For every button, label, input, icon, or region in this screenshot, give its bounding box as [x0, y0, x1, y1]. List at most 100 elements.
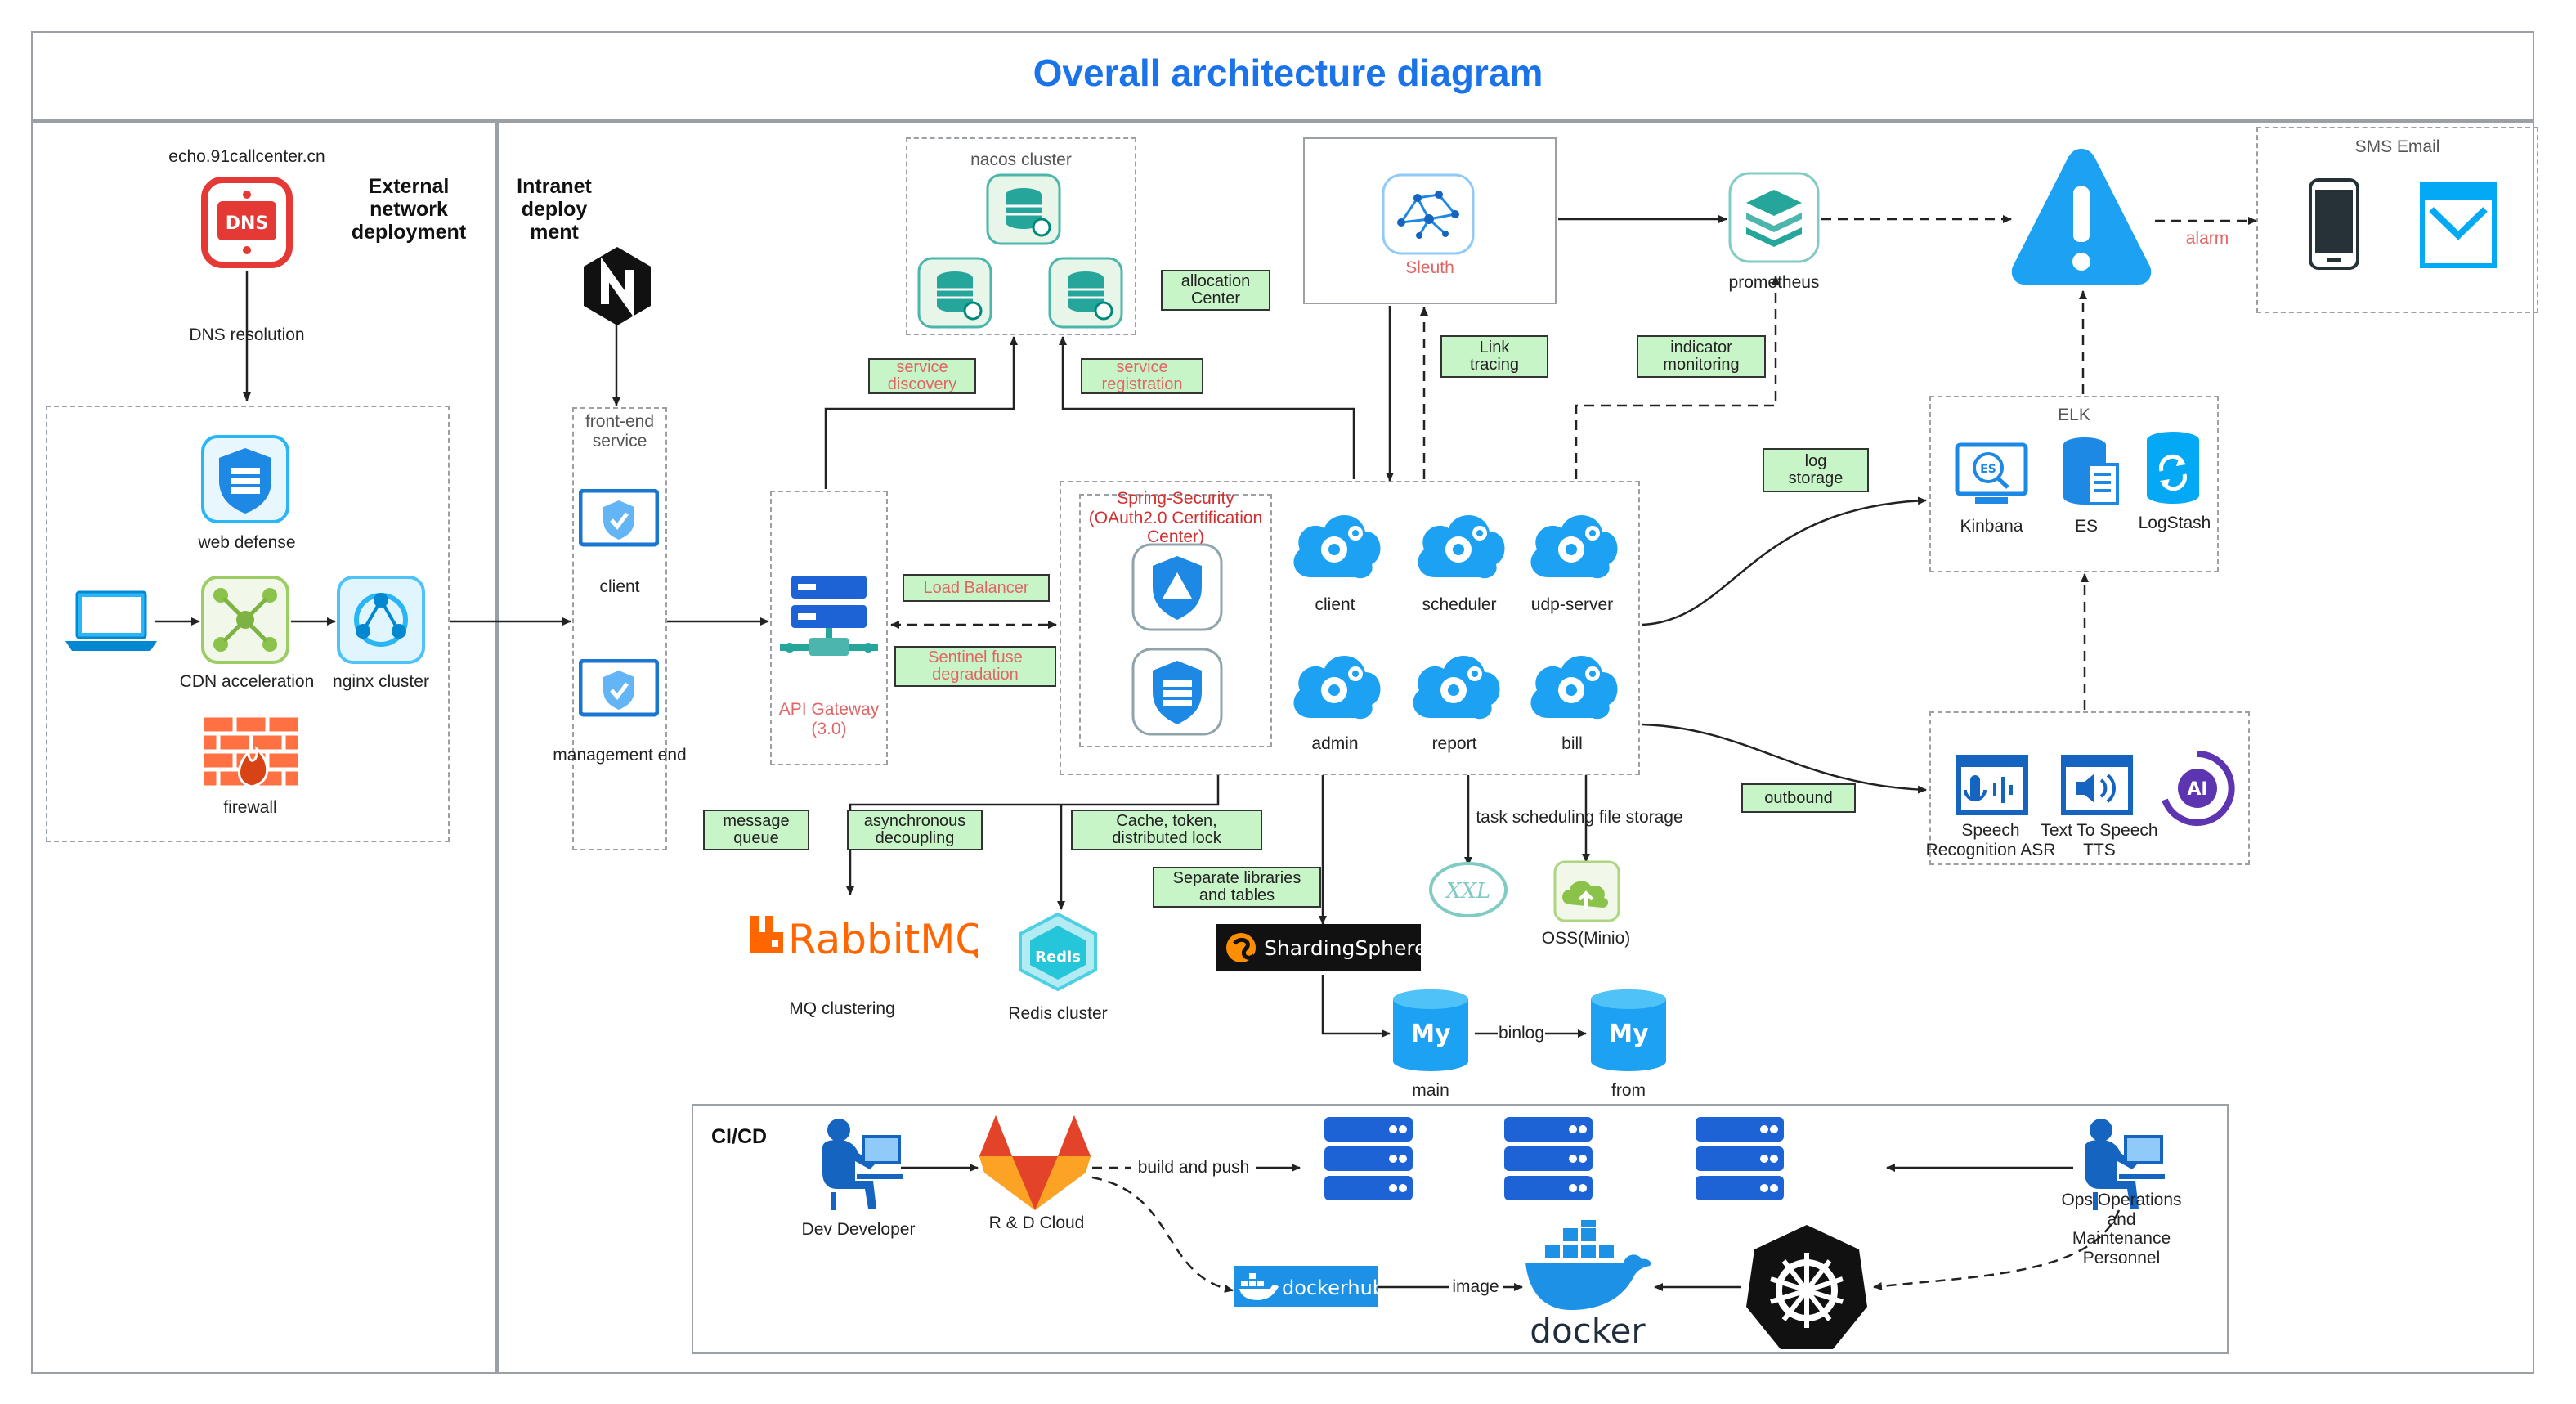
server-stack-icon-2 — [1503, 1115, 1594, 1208]
nginx-cluster-label: nginx cluster — [333, 672, 429, 691]
nacos-db-icon-top — [986, 173, 1061, 249]
service-cloud-icon-scheduler — [1411, 505, 1508, 588]
binlog-label: binlog — [1498, 1024, 1545, 1043]
logstash-icon — [2144, 430, 2202, 511]
ai-badge-text: AI — [2187, 779, 2207, 800]
mq-cluster-label: MQ clustering — [789, 999, 895, 1018]
ops-personnel-label: Ops Operations and Maintenance Personnel — [2061, 1191, 2182, 1267]
nacos-title: nacos cluster — [970, 150, 1072, 169]
service-cloud-icon-client — [1287, 505, 1383, 588]
mysql-main-text: My — [1410, 1020, 1451, 1048]
frontend-client-label: client — [599, 577, 640, 596]
redis-icon: Redis — [1014, 911, 1102, 997]
cicd-section-label: CI/CD — [711, 1125, 768, 1148]
external-section-label: External network deployment — [351, 175, 467, 244]
management-end-label: management end — [553, 746, 687, 765]
oss-minio-label: OSS(Minio) — [1541, 929, 1631, 948]
phone-icon — [2309, 178, 2359, 274]
indicator-monitoring-tag: indicator monitoring — [1637, 335, 1766, 378]
service-label-client: client — [1315, 595, 1355, 614]
tts-icon — [2060, 754, 2134, 820]
asr-icon — [1956, 754, 2029, 820]
ai-icon: AI — [2158, 749, 2237, 832]
speech-frame — [1929, 711, 2250, 865]
mysql-from-icon: My — [1586, 988, 1671, 1079]
sentinel-tag: Sentinel fuse degradation — [894, 646, 1056, 687]
developer-label: Dev Developer — [801, 1220, 916, 1239]
sms-frame — [2256, 127, 2538, 313]
server-stack-icon-3 — [1694, 1115, 1785, 1208]
redis-icon-text: Redis — [1035, 949, 1081, 966]
security-frame — [1079, 494, 1272, 747]
rabbitmq-logo: RabbitMQ — [749, 908, 988, 964]
elk-frame — [1929, 396, 2219, 572]
security-shield-icon — [1131, 648, 1223, 740]
dockerhub-logo-text: dockerhub — [1282, 1276, 1378, 1299]
ops-personnel-icon — [2075, 1112, 2166, 1218]
page-title: Overall architecture diagram — [1033, 52, 1543, 94]
gateway-frame — [770, 491, 888, 765]
shardingsphere-logo: ShardingSphere — [1216, 924, 1427, 976]
mysql-from-label: from — [1611, 1081, 1646, 1100]
firewall-label: firewall — [223, 798, 277, 817]
tts-label: Text To Speech TTS — [2041, 821, 2158, 859]
api-gateway-label: API Gateway (3.0) — [778, 700, 880, 738]
elk-title: ELK — [2058, 406, 2090, 424]
service-cloud-icon-report — [1406, 646, 1503, 729]
es-label: ES — [2074, 517, 2098, 536]
service-label-scheduler: scheduler — [1422, 595, 1497, 614]
server-stack-icon-1 — [1323, 1115, 1414, 1208]
rd-cloud-label: R & D Cloud — [988, 1213, 1085, 1232]
dns-icon: DNS — [201, 177, 293, 272]
sms-email-title: SMS Email — [2354, 137, 2440, 156]
log-storage-tag: log storage — [1763, 448, 1869, 492]
service-label-bill: bill — [1561, 734, 1583, 753]
oss-minio-icon — [1553, 860, 1620, 926]
kubernetes-icon — [1745, 1222, 1869, 1357]
docker-logo-text: docker — [1530, 1311, 1646, 1348]
web-defense-icon — [199, 433, 291, 529]
mysql-main-icon: My — [1388, 988, 1473, 1079]
cicd-frame — [692, 1104, 2229, 1354]
service-cloud-icon-bill — [1524, 646, 1620, 729]
shardingsphere-logo-text: ShardingSphere — [1264, 936, 1421, 960]
mysql-main-label: main — [1412, 1081, 1449, 1100]
asr-label: Speech Recognition ASR — [1925, 821, 2056, 859]
prometheus-icon — [1728, 172, 1820, 267]
service-cloud-icon-admin — [1287, 646, 1383, 729]
nacos-db-icon-left — [917, 257, 992, 333]
service-label-udp-server: udp-server — [1530, 595, 1614, 614]
logstash-label: LogStash — [2138, 514, 2211, 532]
xxl-icon: XXL — [1427, 860, 1509, 923]
external-inner-frame — [46, 406, 450, 842]
load-balancer-tag: Load Balancer — [903, 574, 1050, 602]
message-queue-tag: message queue — [703, 810, 809, 850]
service-discovery-tag: service discovery — [868, 358, 976, 394]
kibana-es-badge: ES — [1980, 463, 1996, 476]
sleuth-icon — [1382, 173, 1475, 259]
nacos-frame — [906, 137, 1136, 335]
email-icon — [2420, 182, 2497, 272]
services-frame — [1060, 481, 1640, 775]
sleuth-label: Sleuth — [1405, 258, 1454, 277]
link-tracing-tag: Link tracing — [1440, 335, 1548, 378]
sleuth-frame — [1303, 137, 1557, 304]
cdn-label: CDN acceleration — [179, 672, 315, 691]
frontend-client-icon — [578, 488, 660, 560]
xxl-text: XXL — [1445, 879, 1490, 904]
gitlab-icon — [978, 1112, 1092, 1218]
cache-lock-tag: Cache, token, distributed lock — [1071, 810, 1262, 850]
task-file-label: task scheduling file storage — [1476, 808, 1683, 827]
laptop-icon — [64, 589, 159, 658]
prometheus-label: prometheus — [1728, 273, 1820, 292]
dns-icon-text: DNS — [226, 213, 269, 234]
frontend-title: front-end service — [585, 412, 655, 451]
service-cloud-icon-udp-server — [1524, 505, 1620, 588]
intranet-section-label: Intranet deploy ment — [517, 175, 592, 244]
title-frame — [31, 31, 2534, 121]
outbound-tag: outbound — [1741, 783, 1856, 813]
allocation-center-tag: allocation Center — [1161, 270, 1270, 311]
alarm-warning-icon — [2008, 144, 2155, 295]
es-icon — [2060, 435, 2121, 514]
